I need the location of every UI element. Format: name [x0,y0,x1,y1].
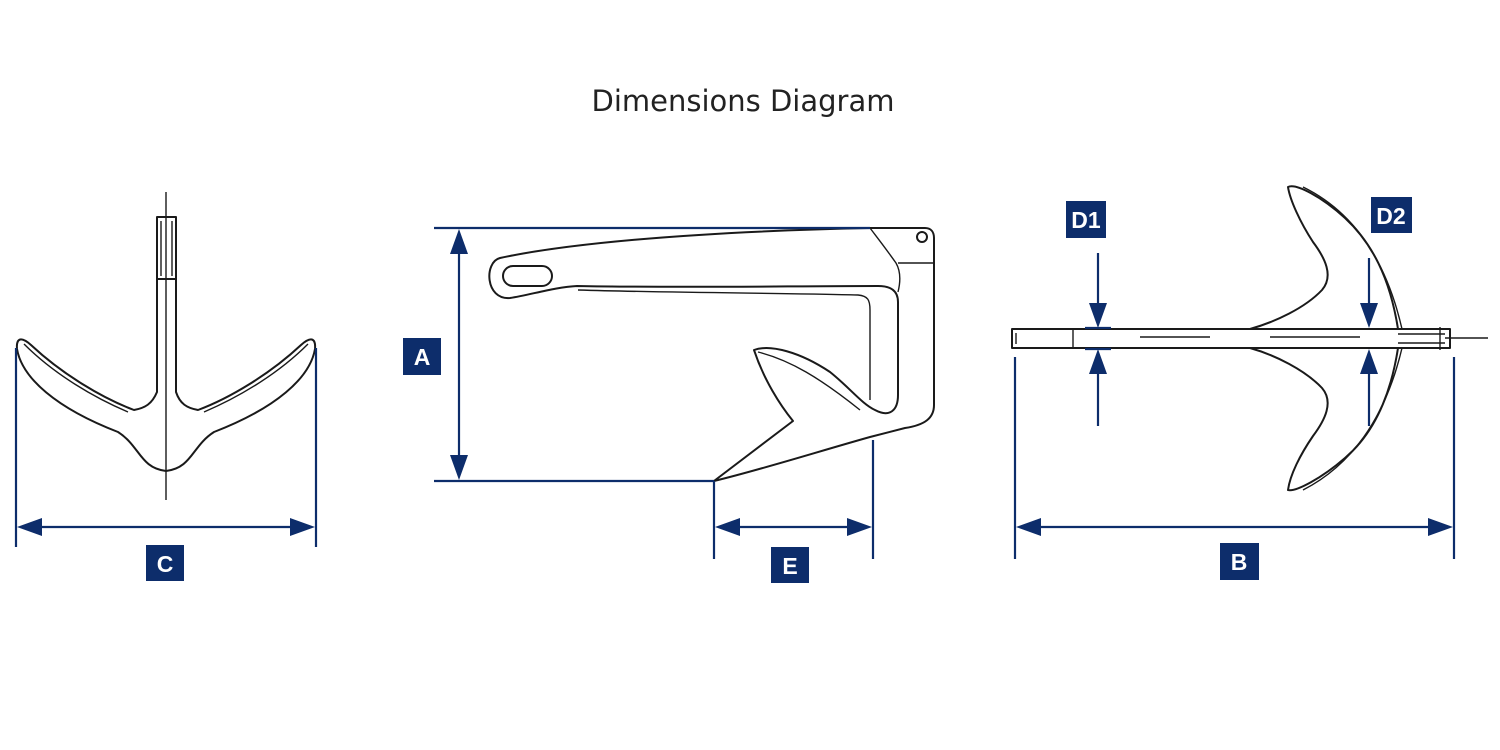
diagram-title: Dimensions Diagram [591,84,895,118]
label-a: A [414,344,431,370]
dimension-b: B [1013,357,1456,580]
label-d2-badge [1371,197,1412,233]
label-e-badge [771,547,809,583]
label-d1-badge [1066,201,1106,238]
dimension-d1: D1 [1066,201,1111,426]
label-c-badge [146,545,184,581]
label-d1: D1 [1071,207,1101,233]
dimension-d2: D2 [1360,197,1412,426]
front-shank-tip [156,216,177,280]
front-anchor-body [15,278,317,472]
front-view [15,192,317,500]
dimension-e: E [712,440,875,583]
label-b-badge [1220,543,1259,580]
side-anchor-body [488,227,935,482]
label-b: B [1231,549,1248,575]
label-c: C [157,551,174,577]
dimension-a: A [403,226,870,483]
top-view [1011,185,1488,492]
label-a-badge [403,338,441,375]
side-view [488,227,935,482]
label-d2: D2 [1376,203,1405,229]
dimension-c: C [14,348,318,581]
label-e: E [782,553,797,579]
side-pin-hole [916,231,928,243]
side-shackle-slot [502,265,553,287]
top-shank [1011,328,1451,349]
